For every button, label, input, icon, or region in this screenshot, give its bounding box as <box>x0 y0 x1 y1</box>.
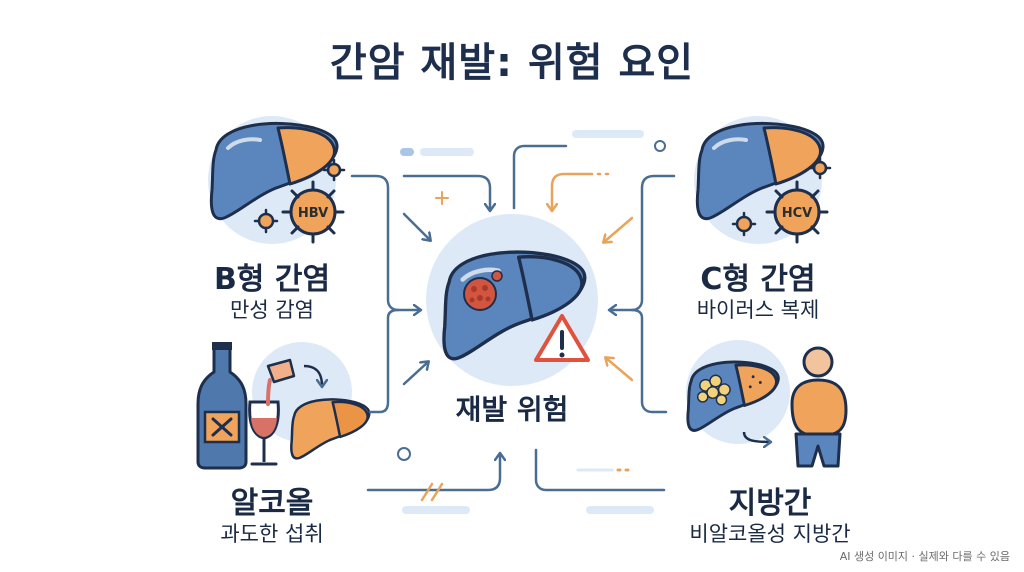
person-icon <box>790 346 848 468</box>
page-title: 간암 재발: 위험 요인 <box>329 40 695 86</box>
progression-arrow <box>742 431 770 442</box>
fatty-subtitle: 비알코올성 지방간 <box>689 522 851 546</box>
liver-icon <box>695 121 825 221</box>
small-virus-icon <box>322 158 346 182</box>
arrow-bottom-up <box>366 454 500 492</box>
wine-bottle-icon <box>196 342 248 470</box>
tumor-icon <box>463 277 497 311</box>
alcohol-subtitle: 과도한 섭취 <box>220 522 324 546</box>
arrow-alcohol-join <box>368 308 400 414</box>
hbv-title: B형 간염 <box>213 262 331 297</box>
center-illustration <box>426 214 598 386</box>
arrow-bottom-right-line <box>534 448 666 492</box>
fatty-liver-icon <box>686 360 780 432</box>
hcv-illustration: HCV <box>694 116 832 244</box>
alcohol-illustration <box>196 342 371 470</box>
liver-icon <box>209 121 339 221</box>
warning-icon <box>534 314 590 362</box>
arrow-orange-diag-right <box>604 216 634 242</box>
arrow-top-left-down <box>402 174 490 210</box>
hcv-subtitle: 바이러스 복제 <box>696 298 820 322</box>
hbv-illustration: HBV <box>208 116 346 244</box>
small-virus-icon <box>731 211 757 237</box>
small-virus-icon <box>253 208 279 234</box>
arrow-diag-bottom-left <box>402 362 428 386</box>
decorations <box>397 130 666 514</box>
fatty-title: 지방간 <box>728 486 812 521</box>
arrow-fatty-join <box>630 308 668 414</box>
hcv-badge: HCV <box>782 206 812 221</box>
hbv-virus-icon: HBV <box>281 180 345 244</box>
hcv-virus-icon: HCV <box>765 180 829 244</box>
alcohol-title: 알코올 <box>230 486 314 521</box>
ai-watermark: AI 생성 이미지 · 실제와 다를 수 있음 <box>839 550 1010 563</box>
arrow-orange-bottom-right <box>606 358 634 382</box>
center-label: 재발 위험 <box>455 393 569 426</box>
liver-icon <box>290 398 371 460</box>
arrow-orange-top-right <box>552 172 594 210</box>
small-virus-icon <box>808 156 832 180</box>
connector-arrows <box>350 144 676 492</box>
hcv-title: C형 간염 <box>700 262 816 297</box>
tumor-dot <box>491 270 503 282</box>
wine-glass-icon <box>248 400 280 466</box>
hbv-subtitle: 만성 감염 <box>230 298 314 322</box>
hbv-badge: HBV <box>298 206 328 221</box>
arrow-top-line <box>512 144 568 210</box>
arrow-diag-top-left <box>402 212 430 240</box>
pour-arrow <box>303 364 322 386</box>
pouring-cup-icon <box>266 358 296 406</box>
fatty-liver-illustration <box>686 340 848 468</box>
